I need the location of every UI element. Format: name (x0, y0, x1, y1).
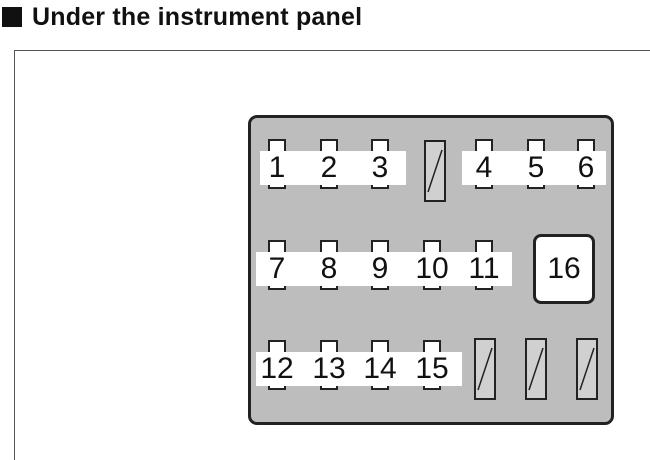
fuse-label-8: 8 (320, 252, 338, 285)
fuse-label-5: 5 (527, 151, 545, 184)
fuse-label-3: 3 (371, 151, 389, 184)
fuse-label-11: 11 (468, 252, 500, 285)
spare-slot-icon (424, 140, 446, 202)
section-heading: Under the instrument panel (0, 0, 362, 34)
fuse-label-1: 1 (268, 151, 286, 184)
label-strip-row1-right (462, 151, 606, 185)
fuse-label-6: 6 (577, 151, 595, 184)
fuse-label-7: 7 (268, 252, 286, 285)
fuse-label-4: 4 (475, 151, 493, 184)
relay-16: 16 (533, 234, 595, 304)
label-strip-row1-left (260, 151, 406, 185)
spare-slot-icon (525, 338, 547, 400)
label-strip-row2 (256, 252, 512, 286)
spare-slot-icon (576, 338, 598, 400)
fuse-label-13: 13 (312, 352, 346, 385)
fuse-label-2: 2 (320, 151, 338, 184)
diagram-frame (14, 50, 650, 460)
fuse-label-14: 14 (363, 352, 397, 385)
fuse-label-12: 12 (260, 352, 294, 385)
bullet-square-icon (2, 7, 22, 27)
spare-slot-icon (474, 338, 496, 400)
fuse-label-9: 9 (371, 252, 389, 285)
label-strip-row3 (256, 352, 462, 386)
section-title: Under the instrument panel (32, 2, 363, 31)
fuse-label-10: 10 (415, 252, 449, 285)
fuse-label-15: 15 (415, 352, 449, 385)
